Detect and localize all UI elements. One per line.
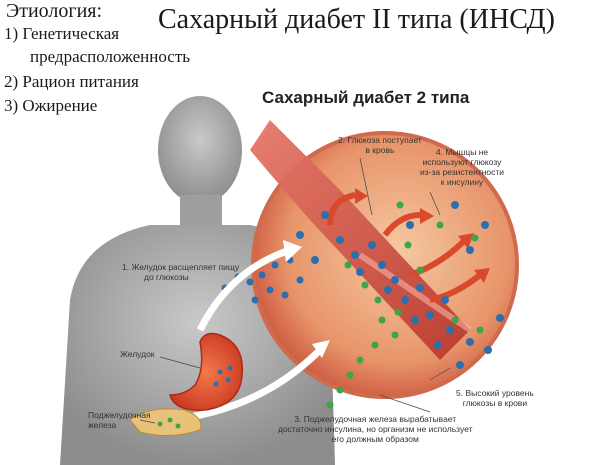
page-title: Сахарный диабет II типа (ИНСД) — [158, 4, 555, 35]
pointer-lines — [139, 157, 451, 424]
glucose-dots — [221, 201, 504, 369]
stomach — [168, 332, 244, 411]
label-high-glucose: 5. Высокий уровень глюкозы в крови — [456, 388, 534, 408]
stomach-arrow — [196, 246, 292, 332]
etiology-item-1: 1) Генетическая — [4, 24, 120, 43]
etiology-heading: Этиология: — [6, 0, 103, 22]
etiology-item-2: 2) Рацион питания — [4, 72, 139, 91]
label-pancreas-insulin: 3. Поджелудочная железа вырабатывает дос… — [278, 414, 473, 444]
label-glucose-enters-blood: 2. Глюкоза поступает в кровь — [338, 135, 422, 155]
etiology-item-3: 3) Ожирение — [4, 96, 98, 115]
pancreas — [129, 408, 202, 436]
diagram-subtitle: Сахарный диабет 2 типа — [262, 88, 470, 107]
label-pancreas: Поджелудочная железа — [88, 410, 151, 430]
insulin-dots — [326, 201, 484, 409]
label-stomach: Желудок — [120, 349, 155, 359]
label-stomach-breaks-food: 1. Желудок расщепляет пищу до глюкозы — [122, 262, 240, 282]
label-muscles-resistance: 4. Мышцы не используют глюкозу из-за рез… — [420, 147, 505, 187]
etiology-item-1-cont: предрасположенность — [30, 47, 191, 66]
